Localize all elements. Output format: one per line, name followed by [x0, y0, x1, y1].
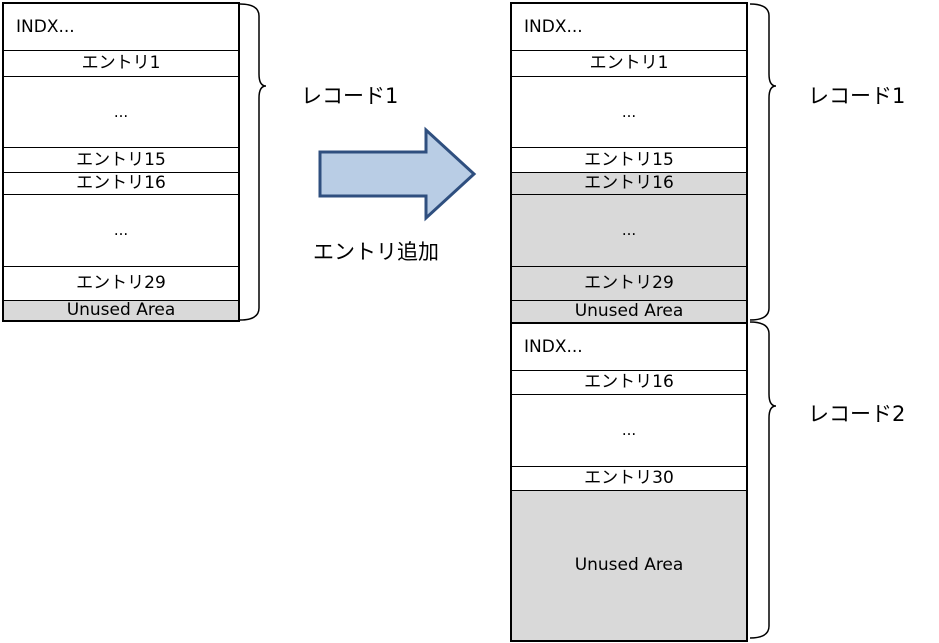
left-entry-29: エントリ29: [4, 266, 238, 300]
right-record2-brace: [749, 321, 777, 639]
right-record2-label: レコード2: [808, 402, 906, 426]
left-record1-header: INDX...: [16, 16, 75, 37]
right-record2-entry-16: エントリ16: [512, 370, 746, 394]
left-unused-area: Unused Area: [4, 300, 238, 320]
left-ellipsis-1: ...: [4, 76, 238, 147]
right-entry-29-stale: エントリ29: [512, 266, 746, 300]
right-ellipsis-1: ...: [512, 76, 746, 147]
left-record1-brace: [239, 3, 267, 321]
left-record-stack: INDX... エントリ1 ... エントリ15 エントリ16 ... エントリ…: [2, 2, 240, 322]
left-ellipsis-2: ...: [4, 194, 238, 266]
right-record1-header: INDX...: [524, 16, 583, 37]
right-record1-unused-area: Unused Area: [512, 300, 746, 322]
right-ellipsis-2: ...: [512, 194, 746, 266]
right-record-stack: INDX... エントリ1 ... エントリ15 エントリ16 ... エントリ…: [510, 2, 748, 642]
right-record1-brace: [749, 3, 777, 321]
right-entry-30: エントリ30: [512, 466, 746, 490]
right-arrow-icon: [318, 126, 477, 222]
right-entry-1: エントリ1: [512, 50, 746, 76]
left-entry-16: エントリ16: [4, 172, 238, 194]
add-entry-label: エントリ追加: [313, 240, 439, 264]
left-record1-label: レコード1: [301, 84, 399, 108]
right-record2-unused-area: Unused Area: [512, 490, 746, 640]
right-record2-header: INDX...: [512, 322, 746, 370]
right-record1-label: レコード1: [808, 84, 906, 108]
right-entry-15: エントリ15: [512, 147, 746, 172]
left-entry-15: エントリ15: [4, 147, 238, 172]
right-ellipsis-3: ...: [512, 394, 746, 466]
left-entry-1: エントリ1: [4, 50, 238, 76]
right-entry-16-stale: エントリ16: [512, 172, 746, 194]
